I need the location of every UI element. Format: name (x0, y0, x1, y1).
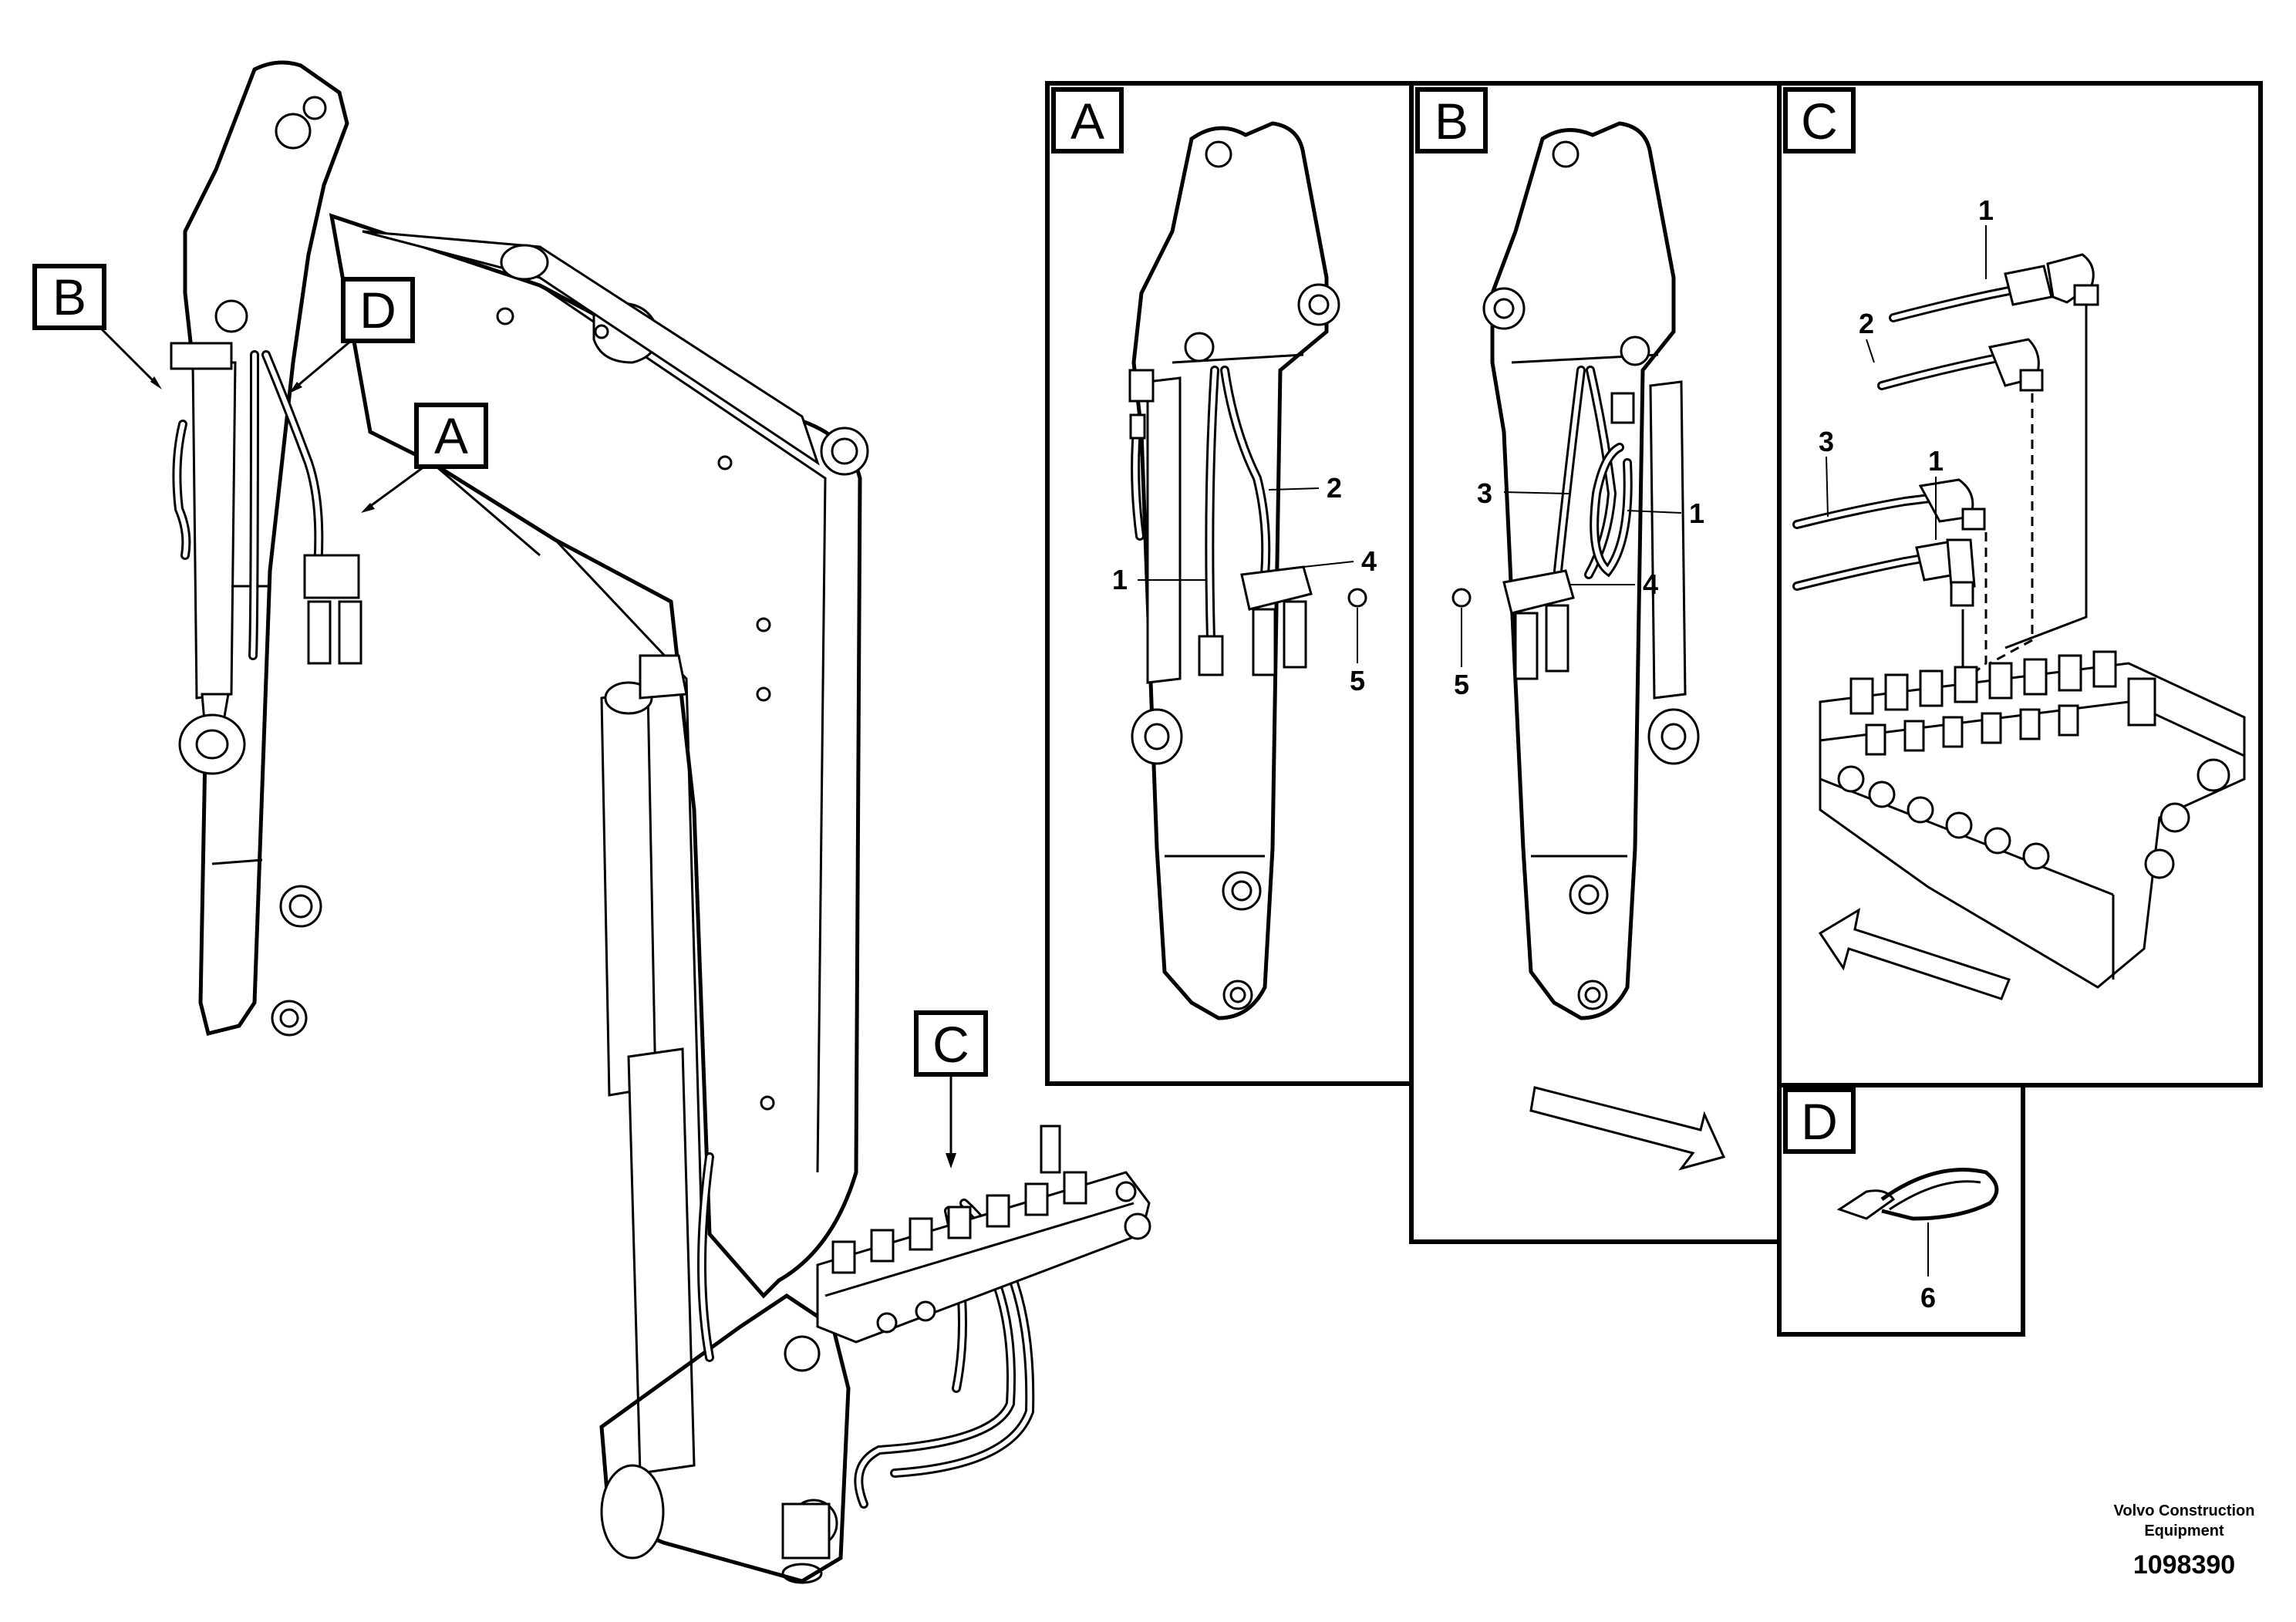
panel-label-a: A (1051, 87, 1124, 153)
boom-cylinder (600, 654, 696, 1475)
panel-d-drawing (1836, 1168, 1999, 1276)
part-label-1b: 1 (1928, 445, 1944, 477)
part-label-4: 4 (1361, 545, 1377, 577)
panel-b-labels: 3 1 4 5 (1454, 477, 1704, 700)
svg-text:C: C (1801, 93, 1838, 150)
svg-text:D: D (359, 282, 396, 339)
overview-callout-c: C (914, 1010, 988, 1168)
company-name-line1: Volvo Construction (2114, 1502, 2255, 1519)
cable-tie-head (1836, 1189, 1896, 1220)
part-label-5: 5 (1454, 669, 1469, 700)
footer: Volvo Construction Equipment 1098390 (2114, 1502, 2255, 1580)
svg-text:B: B (52, 268, 86, 325)
part-label-1: 1 (1689, 497, 1704, 529)
panel-b-drawing (1451, 121, 1726, 1171)
panel-label-d: D (1783, 1088, 1856, 1154)
svg-text:D: D (1801, 1093, 1838, 1150)
svg-text:B: B (1435, 93, 1468, 150)
arm-cylinder (170, 342, 246, 775)
svg-text:A: A (434, 407, 468, 464)
panels-outline (1045, 81, 2263, 1337)
overview-callout-a: A (361, 403, 488, 513)
part-label-6: 6 (1920, 1282, 1936, 1313)
part-label-1: 1 (1978, 194, 1994, 226)
boom (329, 213, 869, 1299)
detail-panels (1045, 81, 2263, 1337)
overview-callout-d: D (289, 277, 415, 393)
part-label-2: 2 (1859, 308, 1874, 339)
boom-foot (599, 1293, 851, 1584)
part-label-3: 3 (1819, 426, 1834, 457)
svg-text:A: A (1070, 93, 1104, 150)
panel-a-labels: 1 2 4 5 (1112, 472, 1377, 696)
company-name-line2: Equipment (2144, 1523, 2224, 1539)
svg-text:C: C (932, 1016, 969, 1073)
part-label-5: 5 (1350, 665, 1365, 696)
panel-c-drawing (1792, 253, 2246, 1000)
drawing-number: 1098390 (2133, 1550, 2235, 1580)
control-valve-overview (816, 1125, 1151, 1344)
part-label-4: 4 (1643, 568, 1658, 600)
part-label-3: 3 (1477, 477, 1492, 509)
overview-callout-b: B (32, 264, 162, 389)
panel-a-drawing (1128, 121, 1367, 1020)
panel-d-labels: 6 (1920, 1282, 1936, 1313)
direction-arrow-c (1818, 907, 2011, 1000)
part-label-2: 2 (1327, 472, 1342, 504)
panel-c-labels: 1 2 3 1 (1819, 194, 1994, 540)
overview-drawing (170, 60, 1151, 1584)
panel-label-c: C (1783, 87, 1856, 153)
part-label-1: 1 (1112, 564, 1128, 595)
panel-label-b: B (1415, 87, 1488, 153)
direction-arrow-b (1529, 1086, 1726, 1171)
